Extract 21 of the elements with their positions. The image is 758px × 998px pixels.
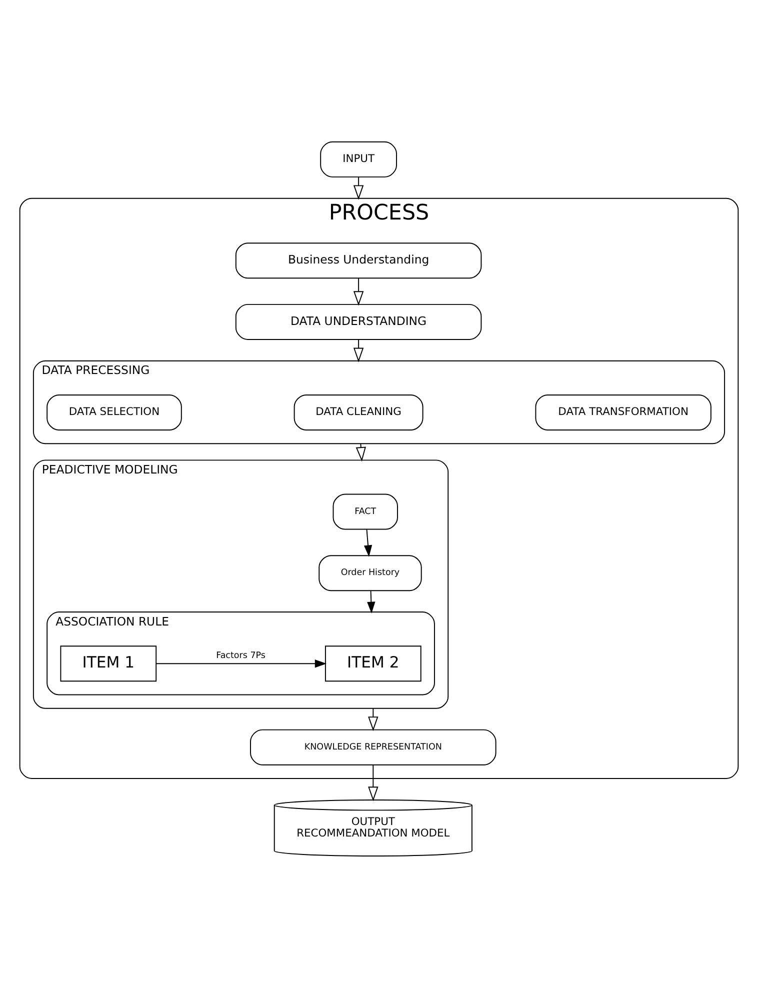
arrow — [156, 660, 327, 668]
arrow — [353, 278, 364, 306]
arrow — [364, 529, 372, 557]
node-box: ITEM 2 — [324, 646, 422, 682]
node-box: KNOWLEDGE REPRESENTATION — [250, 729, 496, 766]
node-box: Business Understanding — [235, 242, 482, 279]
node-box: DATA TRANSFORMATION — [535, 394, 712, 430]
node-box: DATA UNDERSTANDING — [235, 304, 482, 340]
arrow — [367, 590, 376, 614]
node-box: DATA SELECTION — [46, 394, 182, 430]
node-box: DATA CLEANING — [294, 394, 424, 430]
node-box: Order History — [318, 555, 422, 592]
edge-label: Factors 7Ps — [216, 650, 266, 661]
arrow — [356, 443, 366, 462]
arrow — [353, 176, 364, 200]
arrow — [368, 764, 378, 802]
arrow — [368, 708, 378, 732]
node-box: ITEM 1 — [60, 646, 157, 682]
node-box: INPUT — [320, 141, 397, 178]
node-box: FACT — [332, 494, 398, 530]
arrow — [353, 339, 364, 362]
